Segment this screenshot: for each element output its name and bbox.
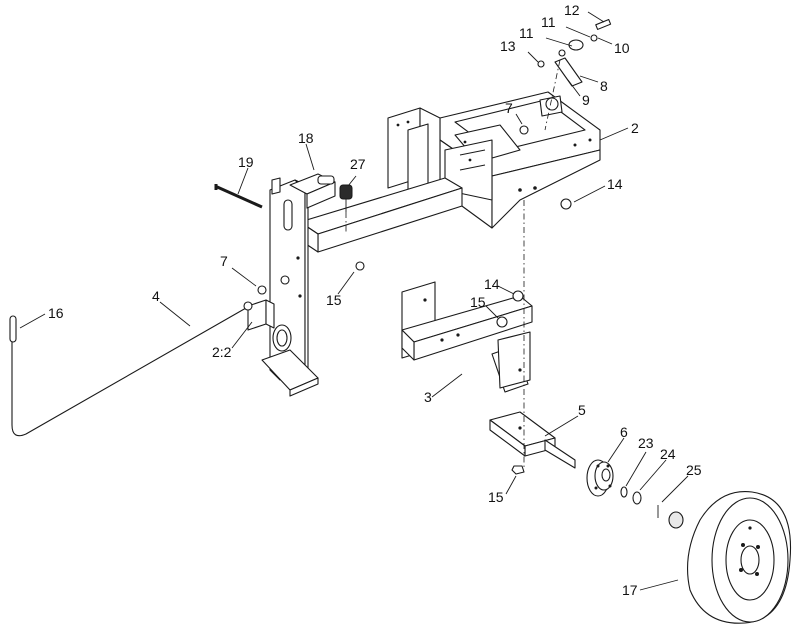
label-7: 7	[505, 100, 513, 116]
label-11: 11	[541, 14, 556, 30]
label-9: 9	[582, 92, 590, 108]
label-2-2: 2:2	[212, 344, 232, 360]
label-14: 14	[607, 176, 623, 192]
label-17: 17	[622, 582, 638, 598]
label-2: 2	[631, 120, 639, 136]
part-15-nut-beam	[355, 261, 365, 271]
part-24-nut	[632, 491, 642, 505]
part-6-hub	[586, 459, 614, 497]
part-27-spring	[339, 184, 353, 212]
part-15-nut-mid	[496, 316, 508, 328]
part-5-axle	[489, 411, 576, 469]
part-11-washer	[568, 39, 584, 51]
jack-stand	[247, 177, 319, 397]
label-7: 7	[220, 253, 228, 269]
label-19: 19	[238, 154, 254, 170]
label-25: 25	[686, 462, 702, 478]
label-27: 27	[350, 156, 366, 172]
part-11-washer-small	[558, 49, 566, 57]
part-7-nut-left	[257, 285, 267, 295]
part-15-nut-axle	[511, 465, 525, 475]
main-frame	[299, 91, 601, 253]
leader-lines	[19, 11, 689, 591]
callout-labels: 12 11 11 10 13 8 9 7 2 18 19 27 14 7 15 …	[48, 2, 702, 598]
part-13-nut	[537, 60, 545, 68]
hub-hardware	[620, 486, 684, 529]
part-14-bolt-mid	[512, 290, 524, 302]
label-13: 13	[500, 38, 516, 54]
label-5: 5	[578, 402, 586, 418]
part-3-axle-bracket	[401, 281, 533, 393]
label-15: 15	[488, 489, 504, 505]
label-16: 16	[48, 305, 64, 321]
label-23: 23	[638, 435, 654, 451]
part-12-bolt	[595, 18, 612, 30]
part-23-washer	[620, 486, 628, 498]
label-8: 8	[600, 78, 608, 94]
label-11: 11	[519, 25, 534, 41]
part-4-handle-rod	[9, 301, 253, 437]
label-6: 6	[620, 424, 628, 440]
part-7-nut-top	[519, 125, 529, 135]
label-15: 15	[470, 294, 486, 310]
hub-cap	[668, 511, 684, 529]
part-17-wheel	[687, 491, 792, 624]
label-12: 12	[564, 2, 580, 18]
assembly-centerlines	[345, 59, 561, 470]
part-18-clamp	[289, 173, 336, 209]
label-4: 4	[152, 288, 160, 304]
part-8-9-link	[554, 57, 583, 87]
part-14-bolt-right	[560, 198, 572, 210]
part-10-nut	[590, 34, 598, 42]
label-14: 14	[484, 276, 500, 292]
label-10: 10	[614, 40, 630, 56]
label-3: 3	[424, 389, 432, 405]
top-hardware	[257, 18, 612, 475]
label-15: 15	[326, 292, 342, 308]
label-24: 24	[660, 446, 676, 462]
part-19-bolt	[214, 184, 263, 209]
label-18: 18	[298, 130, 314, 146]
